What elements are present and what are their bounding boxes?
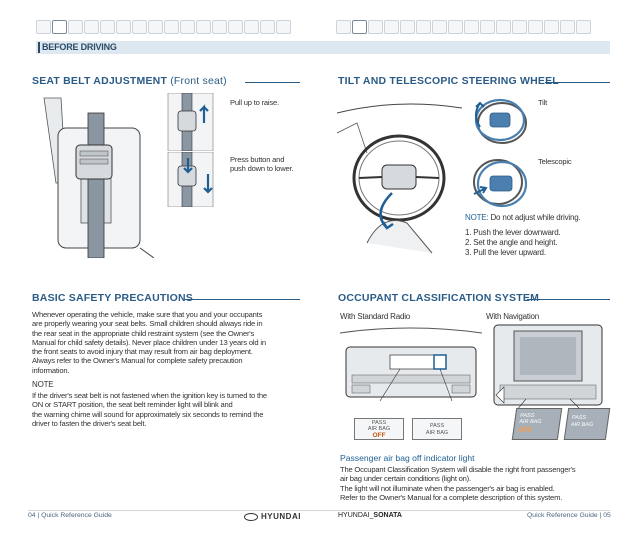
- nav-airbag-indicator-off: PASS AIR BAG OFF: [511, 408, 563, 440]
- steering-title-rule: [545, 82, 610, 83]
- nav-icon: [164, 20, 179, 34]
- nav-icon: [400, 20, 415, 34]
- seatbelt-main-illustration: [36, 93, 154, 258]
- steering-telescopic-label: Telescopic: [538, 157, 572, 166]
- radio-airbag-indicator: PASS AIR BAG: [412, 418, 462, 440]
- steering-step-3: 3. Pull the lever upward.: [465, 248, 546, 257]
- nav-icon: [384, 20, 399, 34]
- section-label: BEFORE DRIVING: [42, 42, 117, 52]
- nav-icon: [180, 20, 195, 34]
- steering-wheel-icon: [352, 20, 367, 34]
- nav-icon: [84, 20, 99, 34]
- seatbelt-step2-line1: Press button and: [230, 155, 285, 164]
- steering-tilt-illustration: [462, 93, 534, 148]
- nav-icon: [228, 20, 243, 34]
- nav-icon: [336, 20, 351, 34]
- nav-icon: [432, 20, 447, 34]
- seatbelt-step2-line2: push down to lower.: [230, 164, 294, 173]
- safety-note-label: NOTE: [32, 380, 54, 389]
- steering-title: TILT AND TELESCOPIC STEERING WHEEL: [338, 75, 559, 87]
- footer-model: HYUNDAI_SONATA: [338, 512, 402, 519]
- safety-title: BASIC SAFETY PRECAUTIONS: [32, 292, 193, 304]
- section-header-bar: BEFORE DRIVING: [36, 41, 610, 54]
- hyundai-emblem-icon: [244, 512, 258, 521]
- seatbelt-title: SEAT BELT ADJUSTMENT (Front seat): [32, 75, 227, 87]
- hyundai-logo: HYUNDAI: [244, 512, 301, 521]
- with-standard-radio-label: With Standard Radio: [340, 312, 411, 321]
- left-icon-strip: [36, 20, 291, 36]
- seatbelt-step1: Pull up to raise.: [230, 98, 279, 107]
- nav-icon: [68, 20, 83, 34]
- seatbelt-raise-illustration: [158, 93, 218, 151]
- nav-icon: [464, 20, 479, 34]
- nav-airbag-indicator: PASS AIR BAG: [563, 408, 611, 440]
- safety-title-rule: [185, 299, 300, 300]
- nav-icon: [116, 20, 131, 34]
- nav-icon: [528, 20, 543, 34]
- nav-icon: [512, 20, 527, 34]
- nav-icon: [132, 20, 147, 34]
- nav-icon: [576, 20, 591, 34]
- seatbelt-title-rule: [245, 82, 300, 83]
- nav-icon: [100, 20, 115, 34]
- radio-airbag-indicator-off: PASS AIR BAG OFF: [354, 418, 404, 440]
- nav-icon: [260, 20, 275, 34]
- steering-step-1: 1. Push the lever downward.: [465, 228, 561, 237]
- nav-icon: [416, 20, 431, 34]
- steering-tilt-label: Tilt: [538, 98, 548, 107]
- steering-telescopic-illustration: [462, 150, 534, 212]
- safety-paragraph-1: Whenever operating the vehicle, make sur…: [32, 310, 266, 375]
- nav-icon: [560, 20, 575, 34]
- occupant-title: OCCUPANT CLASSIFICATION SYSTEM: [338, 292, 540, 304]
- nav-icon: [36, 20, 51, 34]
- footer-right: Quick Reference Guide | 05: [527, 512, 611, 519]
- safety-paragraph-2: If the driver's seat belt is not fastene…: [32, 391, 267, 428]
- nav-icon: [212, 20, 227, 34]
- with-navigation-label: With Navigation: [486, 312, 540, 321]
- nav-icon: [496, 20, 511, 34]
- nav-icon: [148, 20, 163, 34]
- seatbelt-lower-illustration: [158, 152, 218, 207]
- steering-step-2: 2. Set the angle and height.: [465, 238, 558, 247]
- nav-icon: [196, 20, 211, 34]
- nav-icon: [544, 20, 559, 34]
- footer-left: 04 | Quick Reference Guide: [28, 512, 112, 519]
- footer-divider: [28, 510, 610, 511]
- indicator-light-title: Passenger air bag off indicator light: [340, 453, 475, 463]
- steering-note: NOTE: Do not adjust while driving.: [465, 213, 581, 222]
- person-icon: [52, 20, 67, 34]
- right-icon-strip: [336, 20, 591, 36]
- nav-icon: [480, 20, 495, 34]
- steering-main-illustration: [337, 93, 462, 255]
- nav-icon: [448, 20, 463, 34]
- occupant-title-rule: [527, 299, 610, 300]
- nav-icon: [244, 20, 259, 34]
- nav-icon: [368, 20, 383, 34]
- occupant-description: The Occupant Classification System will …: [340, 465, 576, 502]
- nav-icon: [276, 20, 291, 34]
- header-marker: [38, 42, 40, 53]
